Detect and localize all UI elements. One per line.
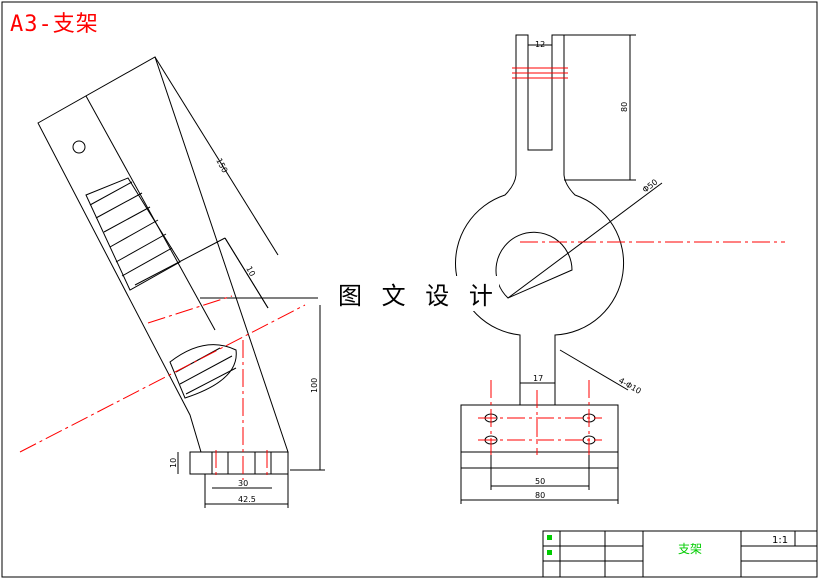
dim-150-line	[154, 56, 279, 256]
title-block	[542, 530, 818, 578]
dim-80-text: 80	[620, 102, 629, 112]
left-base-plate	[189, 451, 289, 475]
dim-holes-leader	[559, 349, 629, 391]
left-centerlines	[19, 295, 306, 480]
drawing-caption: 图 文 设 计	[338, 276, 499, 311]
left-hatch-lower	[169, 344, 237, 399]
title-block-frame	[542, 530, 818, 578]
title-marker-2	[547, 550, 552, 555]
dim-150-text: 150	[214, 157, 229, 175]
left-hatch-upper	[85, 177, 181, 291]
dim-holes-text: 4-Φ10	[617, 376, 643, 396]
dim-50-text: 50	[535, 477, 545, 486]
dim-base-thickness-text: 10	[169, 458, 178, 468]
dim-10-line	[224, 237, 269, 309]
left-centerline-short	[147, 295, 233, 324]
dim-100-text: 100	[310, 378, 319, 393]
left-centerline-diagonal	[19, 304, 306, 453]
dim-phi50-leader	[507, 182, 663, 299]
dim-10-text: 10	[244, 265, 257, 278]
right-base-plate	[460, 404, 619, 453]
dim-42-5-text: 42.5	[238, 495, 256, 504]
dim-80-base-text: 80	[535, 491, 545, 500]
left-hole	[72, 140, 86, 154]
left-arm-inner-line	[85, 95, 216, 331]
dim-12-text: 12	[535, 40, 545, 49]
title-block-scale: 1:1	[772, 535, 788, 546]
right-centerlines	[478, 67, 785, 455]
title-marker-1	[547, 535, 552, 540]
dim-17-text: 17	[533, 374, 543, 383]
drawing-title: A3-支架	[10, 12, 99, 37]
right-outline	[455, 34, 625, 406]
left-view	[37, 56, 325, 508]
left-arm-outline	[37, 56, 289, 453]
left-section-line-1	[134, 237, 226, 286]
right-view	[455, 34, 663, 504]
dim-30-text: 30	[238, 479, 248, 488]
title-block-part-name: 支架	[678, 542, 702, 556]
